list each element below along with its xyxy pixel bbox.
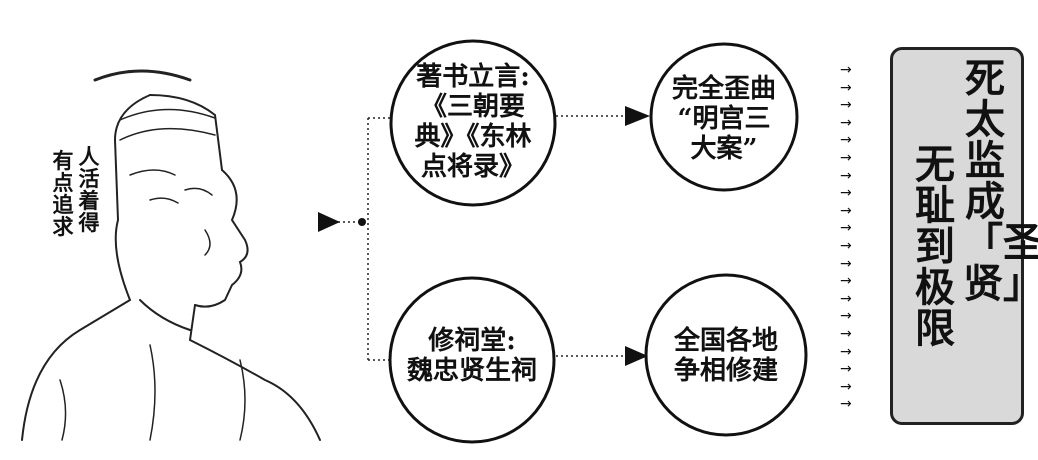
arrow-glyph: → (840, 202, 852, 219)
node-top-left-text: 著书立言: 《三朝要 典》《东林 点将录》 (395, 62, 551, 182)
arrow-glyph: → (840, 308, 852, 325)
entry-arrowhead (318, 212, 340, 232)
arrow-glyph: → (840, 185, 852, 202)
node-line: 《三朝要 (420, 92, 525, 122)
portrait-sketch (21, 69, 321, 441)
conclusion-col-left: 无耻到极限 (915, 141, 955, 352)
arrow-glyph: → (840, 361, 852, 378)
conclusion-col-right: 死太监成「圣贤」: (963, 55, 1038, 307)
node-bottom-right-circle (644, 273, 808, 437)
arrow-glyph: → (840, 79, 852, 96)
node-line: 著书立言: (416, 62, 530, 92)
caption-col-left: 有点追求 (52, 148, 74, 239)
arrow-glyph: → (840, 325, 852, 342)
bottom-connector-arrowhead (625, 346, 648, 366)
node-bottom-left-circle (388, 276, 556, 444)
arrow-glyph: → (840, 343, 852, 360)
node-line: “明宫三 (677, 104, 771, 134)
arrow-glyph: → (840, 378, 852, 395)
node-bottom-right-text: 全国各地 争相修建 (652, 326, 800, 386)
node-line: 大案” (690, 134, 758, 164)
arrow-glyph: → (840, 62, 852, 78)
arrow-glyph: → (840, 396, 852, 413)
node-line: 完全歪曲 (671, 74, 776, 104)
node-line: 争相修建 (673, 356, 778, 386)
arrow-glyph: → (840, 149, 852, 166)
caption-col-right: 人活着得 (78, 144, 100, 235)
node-line: 全国各地 (673, 326, 778, 356)
arrow-glyph: → (840, 273, 852, 290)
arrow-glyph: → (840, 114, 852, 131)
top-connector-arrowhead (625, 106, 650, 126)
arrow-glyph: → (840, 220, 852, 237)
arrow-glyph: → (840, 132, 852, 149)
arrow-glyph: → (840, 167, 852, 184)
arrow-glyph: → (840, 237, 852, 254)
node-line: 点将录》 (420, 152, 525, 182)
arrow-glyph: → (840, 255, 852, 272)
node-top-left-circle (389, 39, 557, 207)
arrow-glyph: → (840, 290, 852, 307)
arrow-column: →→→→→→→→→→→→→→→→→→→→ (840, 62, 862, 414)
node-bottom-left-text: 修祠堂: 魏忠贤生祠 (392, 326, 552, 386)
junction-dot (358, 218, 366, 226)
node-line: 修祠堂: (428, 326, 516, 356)
node-line: 典》《东林 (414, 122, 532, 152)
conclusion-box: 死太监成「圣贤」: 无耻到极限 (890, 47, 1038, 425)
arrow-glyph: → (840, 97, 852, 114)
node-line: 魏忠贤生祠 (406, 356, 537, 386)
node-top-right-text: 完全歪曲 “明宫三 大案” (652, 74, 796, 164)
node-top-right-circle (649, 42, 799, 192)
